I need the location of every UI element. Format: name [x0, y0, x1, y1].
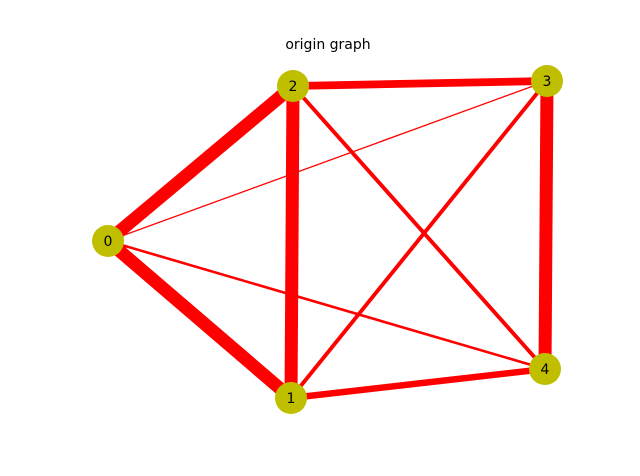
edge-layer: [103, 77, 554, 403]
node-3: 3: [531, 65, 563, 97]
node-2: 2: [277, 70, 309, 102]
edge-1-3: [289, 79, 549, 400]
edge-1-4: [290, 365, 546, 402]
edge-0-4: [107, 239, 546, 371]
node-label: 4: [541, 362, 550, 378]
node-circle: [529, 353, 561, 385]
edge-2-3: [292, 77, 548, 90]
node-circle: [92, 225, 124, 257]
node-circle: [531, 65, 563, 97]
edge-0-3: [107, 80, 548, 242]
node-1: 1: [275, 382, 307, 414]
node-label: 2: [289, 79, 298, 95]
edge-2-4: [291, 84, 547, 371]
node-circle: [277, 70, 309, 102]
edge-0-2: [103, 81, 298, 246]
node-0: 0: [92, 225, 124, 257]
edge-3-4: [538, 80, 554, 370]
node-label: 0: [104, 234, 113, 250]
node-circle: [275, 382, 307, 414]
node-label: 1: [287, 391, 296, 407]
node-label: 3: [543, 74, 552, 90]
node-4: 4: [529, 353, 561, 385]
figure-title: origin graph: [285, 37, 370, 53]
edge-1-2: [284, 85, 300, 399]
node-layer: 0 1 2 3 4: [92, 65, 563, 414]
edge-0-1: [103, 236, 296, 403]
